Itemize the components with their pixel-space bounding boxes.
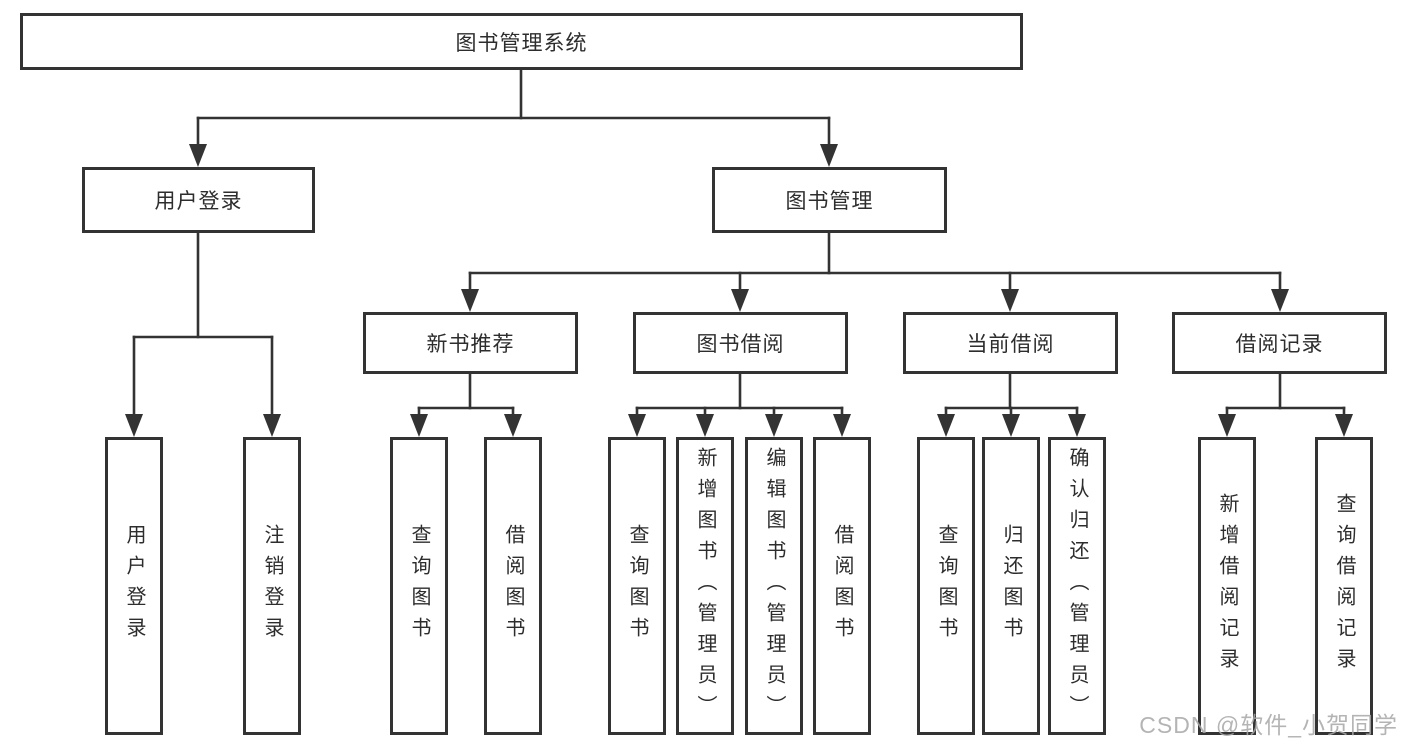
leaf-logout-login-label: 注销登录 <box>261 524 283 648</box>
leaf-current-confirm-return-admin: 确认归还（管理员） <box>1048 437 1106 735</box>
node-current-borrow: 当前借阅 <box>903 312 1118 374</box>
node-book-management-label: 图书管理 <box>785 190 874 213</box>
leaf-user-login-label: 用户登录 <box>123 524 145 648</box>
leaf-records-query-record-label: 查询借阅记录 <box>1333 493 1355 679</box>
leaf-current-return-book-label: 归还图书 <box>1000 524 1022 648</box>
leaf-current-confirm-return-admin-label: 确认归还（管理员） <box>1066 446 1088 726</box>
leaf-current-query-book: 查询图书 <box>917 437 975 735</box>
leaf-current-return-book: 归还图书 <box>982 437 1040 735</box>
leaf-borrow-edit-book-admin: 编辑图书（管理员） <box>745 437 803 735</box>
leaf-records-add-record: 新增借阅记录 <box>1198 437 1256 735</box>
leaf-current-query-book-label: 查询图书 <box>935 524 957 648</box>
node-current-borrow-label: 当前借阅 <box>966 333 1055 356</box>
node-borrow-records: 借阅记录 <box>1172 312 1387 374</box>
leaf-borrow-borrow-book: 借阅图书 <box>813 437 871 735</box>
leaf-records-query-record: 查询借阅记录 <box>1315 437 1373 735</box>
node-root: 图书管理系统 <box>20 13 1023 70</box>
node-borrow-records-label: 借阅记录 <box>1235 333 1324 356</box>
node-book-borrow-label: 图书借阅 <box>696 333 785 356</box>
leaf-borrow-borrow-book-label: 借阅图书 <box>831 524 853 648</box>
leaf-records-add-record-label: 新增借阅记录 <box>1216 493 1238 679</box>
leaf-borrow-add-book-admin: 新增图书（管理员） <box>676 437 734 735</box>
leaf-recommend-query-book: 查询图书 <box>390 437 448 735</box>
node-book-management: 图书管理 <box>712 167 947 233</box>
leaf-user-login: 用户登录 <box>105 437 163 735</box>
leaf-borrow-query-book: 查询图书 <box>608 437 666 735</box>
leaf-logout-login: 注销登录 <box>243 437 301 735</box>
node-book-borrow: 图书借阅 <box>633 312 848 374</box>
csdn-watermark: CSDN @软件_小贺同学 <box>1139 712 1398 738</box>
leaf-recommend-borrow-book: 借阅图书 <box>484 437 542 735</box>
node-user-login: 用户登录 <box>82 167 315 233</box>
leaf-recommend-borrow-book-label: 借阅图书 <box>502 524 524 648</box>
leaf-borrow-edit-book-admin-label: 编辑图书（管理员） <box>763 446 785 726</box>
leaf-borrow-query-book-label: 查询图书 <box>626 524 648 648</box>
node-new-book-recommend-label: 新书推荐 <box>426 333 515 356</box>
node-root-label: 图书管理系统 <box>455 31 588 55</box>
leaf-recommend-query-book-label: 查询图书 <box>408 524 430 648</box>
node-user-login-label: 用户登录 <box>154 190 243 213</box>
node-new-book-recommend: 新书推荐 <box>363 312 578 374</box>
leaf-borrow-add-book-admin-label: 新增图书（管理员） <box>694 446 716 726</box>
